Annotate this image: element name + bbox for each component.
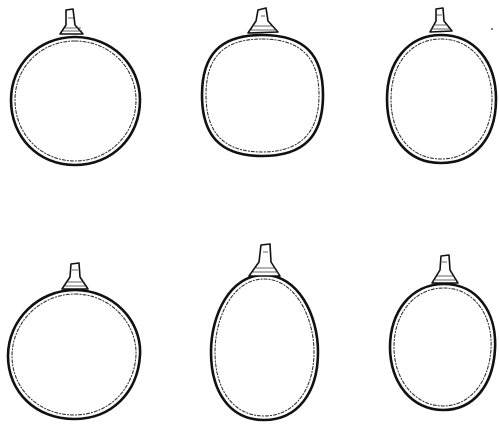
- shape-outline-6: [390, 284, 495, 410]
- outline-shape-1: [11, 9, 140, 165]
- shape-outline-5: [211, 275, 318, 420]
- shape-texture-5: [215, 279, 314, 416]
- shape-outline-1: [11, 37, 140, 165]
- shape-outline-3: [387, 35, 496, 163]
- outline-shape-4: [8, 263, 140, 419]
- shape-texture-3: [391, 39, 492, 159]
- speck: [491, 28, 493, 30]
- stem-5: [249, 244, 280, 276]
- outline-shape-6: [390, 255, 495, 410]
- shape-outline-4: [8, 290, 140, 419]
- shape-texture-6: [394, 288, 491, 406]
- shape-texture-4: [12, 294, 136, 415]
- stem-2: [248, 8, 278, 33]
- outline-shape-3: [387, 8, 496, 163]
- stem-6: [432, 255, 458, 283]
- stem-1: [60, 9, 83, 34]
- shape-texture-2: [206, 39, 319, 152]
- outline-shape-2: [202, 8, 323, 156]
- shape-texture-1: [15, 41, 136, 161]
- stem-4: [62, 263, 88, 289]
- outline-shape-5: [211, 244, 318, 420]
- stem-3: [430, 8, 452, 32]
